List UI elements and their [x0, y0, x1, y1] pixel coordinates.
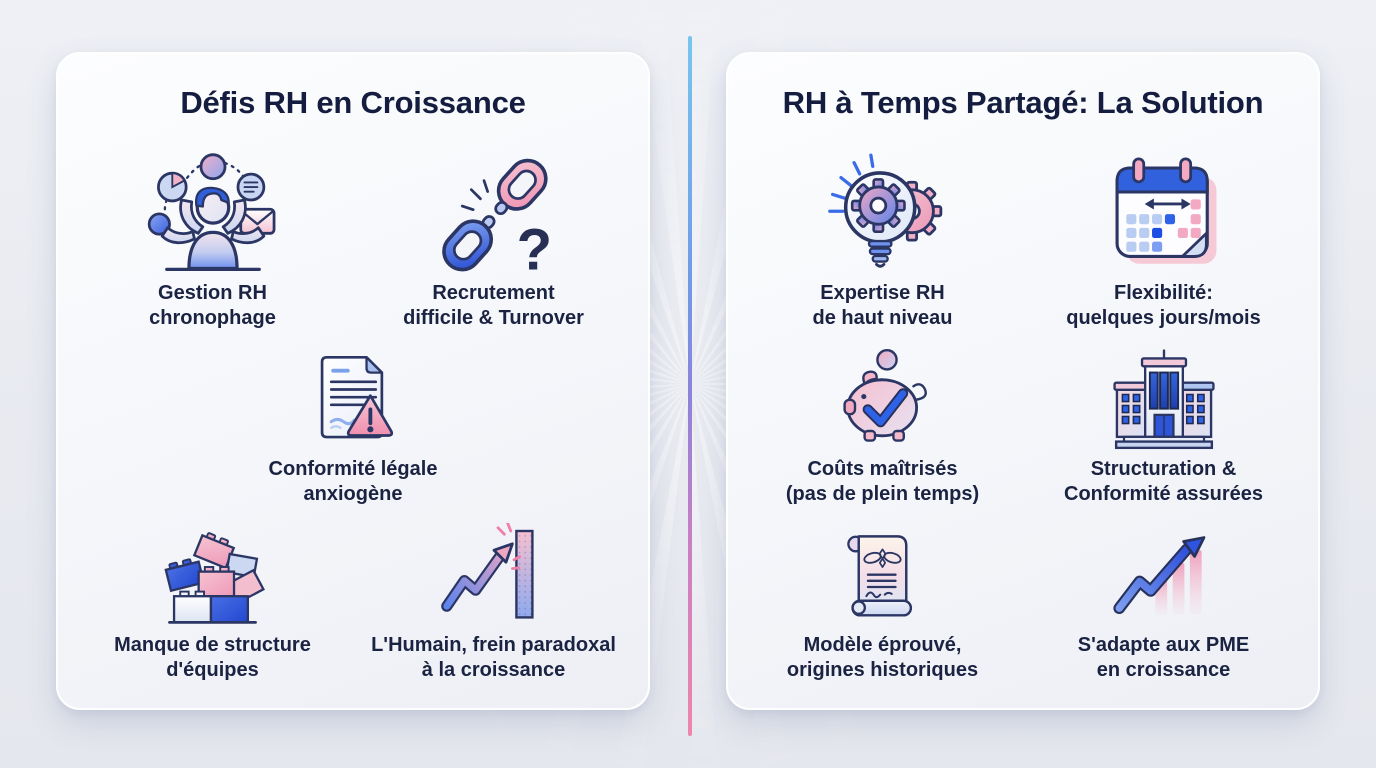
item-label: Gestion RH chronophage — [149, 282, 276, 329]
item-label: Modèle éprouvé, origines historiques — [786, 634, 979, 681]
institution-building-icon — [1105, 349, 1223, 451]
broken-chain-question-icon: ? — [426, 151, 562, 275]
challenges-row-2: Conformité légale anxiogène — [72, 351, 634, 507]
item-label: Conformité légale anxiogène — [268, 458, 438, 505]
solution-item: Modèle éprouvé, origines historiques — [742, 527, 1023, 683]
item-label: Expertise RH de haut niveau — [812, 282, 953, 329]
svg-text:?: ? — [516, 217, 551, 275]
document-warning-icon — [296, 351, 411, 451]
challenge-item: L'Humain, frein paradoxal à la croissanc… — [353, 523, 634, 683]
challenges-card-content: Défis RH en Croissance — [58, 54, 648, 683]
solution-item: Structuration & Conformité assurées — [1023, 349, 1304, 507]
solution-card-title: RH à Temps Partagé: La Solution — [782, 85, 1264, 120]
solution-card-content: RH à Temps Partagé: La Solution — [728, 54, 1318, 683]
solution-item: S'adapte aux PME en croissance — [1023, 527, 1304, 683]
item-label: Manque de structure d'équipes — [114, 634, 311, 681]
challenges-row-3: Manque de structure d'équipes — [72, 523, 634, 683]
lightbulb-gear-icon — [813, 151, 953, 275]
item-label: Structuration & Conformité assurées — [1064, 458, 1263, 505]
solution-row-3: Modèle éprouvé, origines historiques — [742, 527, 1304, 683]
piggy-bank-check-icon — [823, 349, 943, 451]
item-label: S'adapte aux PME en croissance — [1077, 634, 1250, 681]
challenges-row-1: Gestion RH chronophage — [72, 151, 634, 331]
historic-scroll-icon — [825, 527, 940, 627]
item-label: L'Humain, frein paradoxal à la croissanc… — [371, 634, 616, 681]
multitasking-juggler-icon — [139, 151, 287, 275]
challenge-item: Conformité légale anxiogène — [72, 351, 634, 507]
solution-item: Expertise RH de haut niveau — [742, 151, 1023, 331]
growth-arrow-icon — [1105, 527, 1223, 627]
solution-item: Flexibilité: quelques jours/mois — [1023, 151, 1304, 331]
divider-line — [688, 36, 692, 736]
solution-row-2: Coûts maîtrisés (pas de plein temps) — [742, 349, 1304, 507]
item-label: Flexibilité: quelques jours/mois — [1066, 282, 1261, 329]
solution-item: Coûts maîtrisés (pas de plein temps) — [742, 349, 1023, 507]
item-label: Coûts maîtrisés (pas de plein temps) — [785, 458, 980, 505]
building-blocks-icon — [151, 527, 274, 627]
arrow-blocked-wall-icon — [434, 523, 554, 627]
item-label: Recrutement difficile & Turnover — [403, 282, 584, 329]
challenge-item: ? Recrutement difficile & Turnover — [353, 151, 634, 331]
solution-card: RH à Temps Partagé: La Solution — [726, 52, 1320, 710]
challenge-item: Manque de structure d'équipes — [72, 527, 353, 683]
challenges-card: Défis RH en Croissance — [56, 52, 650, 710]
challenge-item: Gestion RH chronophage — [72, 151, 353, 331]
challenges-card-title: Défis RH en Croissance — [180, 85, 526, 120]
flexible-calendar-icon — [1095, 151, 1233, 275]
solution-row-1: Expertise RH de haut niveau — [742, 151, 1304, 331]
